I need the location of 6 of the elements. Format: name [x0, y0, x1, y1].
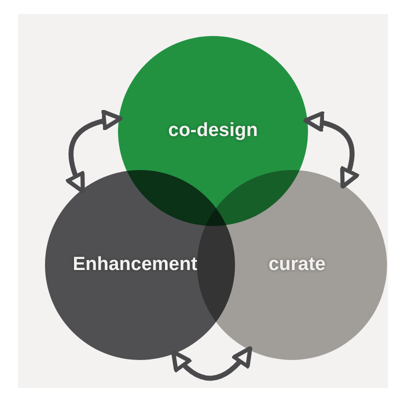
circle-label: co-design: [168, 120, 258, 142]
curved-arrow: [171, 346, 252, 381]
circle-label: Enhancement: [72, 254, 198, 276]
curved-arrow: [303, 112, 359, 189]
circle-label: curate: [268, 254, 326, 276]
curved-arrow: [66, 110, 123, 194]
